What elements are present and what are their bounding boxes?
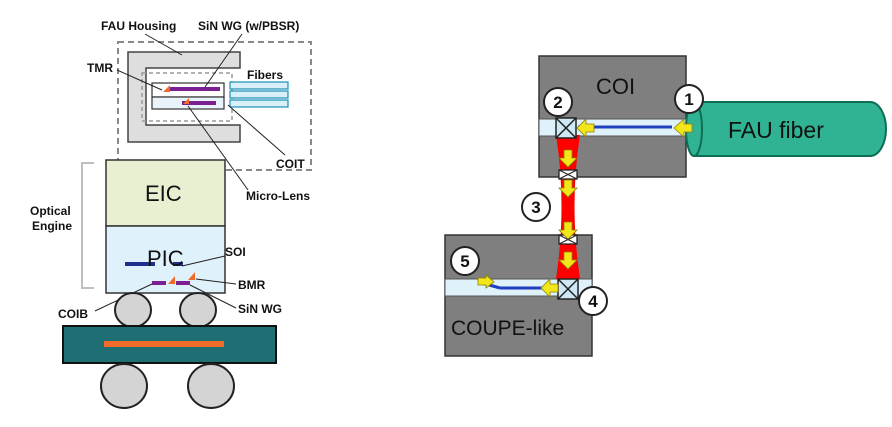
label-fau-housing: FAU Housing — [101, 19, 176, 33]
marker-1: 1 — [674, 84, 704, 114]
leader-micro-lens — [187, 105, 249, 191]
label-sin-wg-pbsr: SiN WG (w/PBSR) — [198, 19, 299, 33]
tmr-mirror-icon — [163, 85, 170, 92]
arrow-coupe-taper-icon — [477, 274, 495, 289]
left-package-diagram: FAU Housing SiN WG (w/PBSR) TMR Fibers C… — [30, 19, 312, 409]
label-tmr: TMR — [87, 61, 113, 75]
leader-sin-wg — [189, 284, 237, 309]
label-optical: Optical — [30, 204, 71, 218]
arrow-wg-to-mirror-icon — [576, 118, 595, 138]
label-coi: COI — [596, 74, 635, 99]
leader-fau-housing — [144, 33, 183, 56]
bmr-mirror-icon-2 — [188, 272, 195, 280]
arrow-down-mid-icon — [558, 179, 578, 198]
marker-3-text: 3 — [531, 198, 540, 217]
label-coit: COIT — [276, 157, 305, 171]
solder-bump-right — [179, 292, 217, 328]
bmr-mirror-icon — [168, 276, 175, 284]
optical-engine-bracket — [81, 162, 94, 289]
label-fibers: Fibers — [247, 68, 283, 82]
leader-sin-wg-pbsr — [204, 33, 243, 88]
sin-wg-pbsr-bar — [170, 87, 220, 91]
label-fau-fiber: FAU fiber — [728, 117, 824, 143]
label-eic: EIC — [145, 181, 182, 206]
substrate-trace — [104, 341, 224, 347]
arrow-down-bottom-icon — [558, 251, 578, 270]
mirror-4-icon — [557, 278, 579, 300]
marker-4: 4 — [578, 286, 608, 316]
fiber-2 — [229, 90, 289, 99]
label-engine: Engine — [32, 219, 72, 233]
fau-housing-shape — [127, 51, 241, 143]
marker-3: 3 — [521, 192, 551, 222]
soi-waveguide — [125, 262, 155, 266]
leader-coit — [227, 104, 286, 156]
sin-wg-left — [152, 281, 166, 285]
label-sin-wg: SiN WG — [238, 302, 282, 316]
label-coib: COIB — [58, 307, 88, 321]
bga-ball-right — [187, 363, 235, 409]
leader-tmr — [116, 69, 163, 91]
marker-2-text: 2 — [553, 93, 562, 112]
fau-fiber-body — [693, 101, 887, 157]
marker-4-text: 4 — [588, 292, 598, 311]
label-micro-lens: Micro-Lens — [246, 189, 310, 203]
mirror-2-icon — [555, 117, 577, 139]
marker-1-text: 1 — [684, 90, 693, 109]
micro-lens-icon — [183, 98, 189, 104]
leader-bmr — [195, 278, 237, 285]
label-pic: PIC — [147, 246, 184, 271]
leader-soi — [181, 255, 226, 267]
solder-bump-left — [114, 292, 152, 328]
arrow-down-top-icon — [558, 149, 578, 168]
sin-wg-right — [176, 281, 190, 285]
label-soi: SOI — [225, 245, 246, 259]
marker-5-text: 5 — [460, 252, 469, 271]
marker-5: 5 — [450, 246, 480, 276]
sin-wg-bar-lower — [182, 101, 216, 105]
right-coupling-diagram: 1 2 3 4 5 COI FAU fiber COUPE-like — [444, 55, 887, 357]
arrow-to-coupe-wg-icon — [540, 278, 559, 298]
soi-waveguide-tip — [173, 262, 183, 266]
label-coupe-like: COUPE-like — [451, 317, 564, 340]
label-bmr: BMR — [238, 278, 266, 292]
lens-top-icon — [558, 169, 578, 180]
fiber-1 — [229, 81, 289, 90]
arrow-fiber-in-icon — [673, 118, 693, 138]
bga-ball-left — [100, 363, 148, 409]
marker-2: 2 — [543, 87, 573, 117]
arrow-down-low-icon — [558, 221, 578, 240]
fiber-3 — [229, 99, 289, 108]
